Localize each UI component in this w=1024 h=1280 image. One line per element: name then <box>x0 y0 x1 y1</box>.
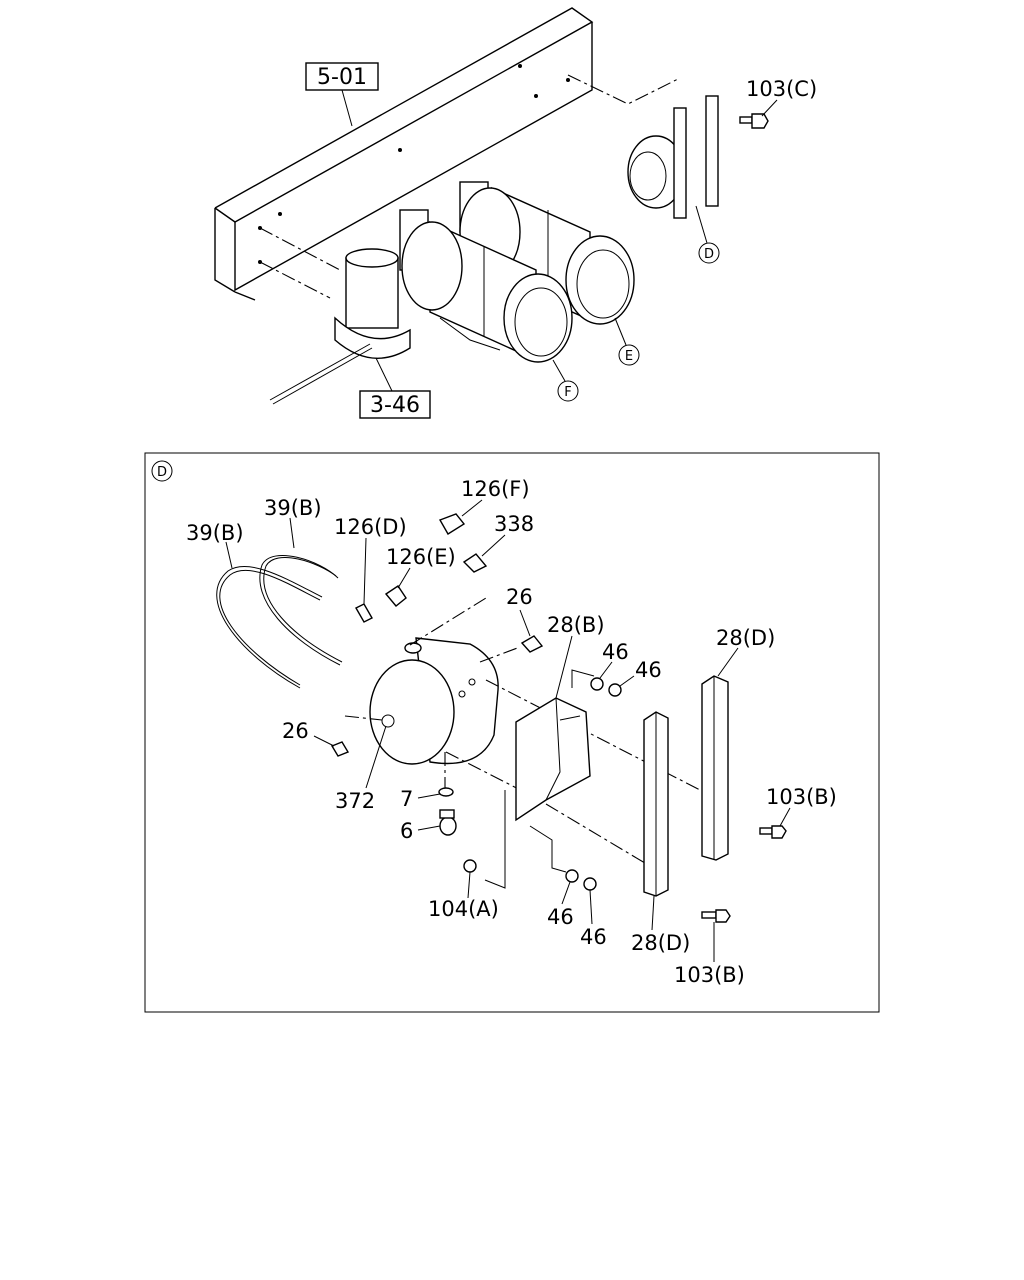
label-28d-top: 28(D) <box>716 626 775 650</box>
label-46-a: 46 <box>602 640 629 664</box>
front-tank-pair <box>399 209 573 363</box>
drain-valve-6 <box>439 809 457 836</box>
label-28d-bottom: 28(D) <box>631 931 690 955</box>
fitting-338 <box>462 553 488 573</box>
bolt-103c <box>739 113 769 129</box>
label-39b-inner: 39(B) <box>264 496 322 520</box>
plug-26-top <box>520 635 544 653</box>
label-6: 6 <box>400 819 413 843</box>
callout-f-overview[interactable]: F <box>557 380 579 402</box>
label-126f: 126(F) <box>461 477 530 501</box>
label-7: 7 <box>400 787 413 811</box>
bolt-103b-bottom <box>701 909 731 923</box>
washer-104a <box>463 859 477 873</box>
label-46-b: 46 <box>635 658 662 682</box>
callout-f-text: F <box>564 385 571 400</box>
label-338: 338 <box>494 512 534 536</box>
tank-372 <box>369 637 499 765</box>
label-103b-right: 103(B) <box>766 785 837 809</box>
fitting-126e <box>384 585 407 607</box>
ref-box-3-46[interactable]: 3-46 <box>359 390 431 419</box>
channel-28d-tall <box>701 675 729 861</box>
callout-e-text: E <box>625 349 633 364</box>
label-126e: 126(E) <box>386 545 456 569</box>
bolt-103b-right <box>759 825 787 839</box>
label-26-top: 26 <box>506 585 533 609</box>
nut-46-d <box>583 877 597 891</box>
label-39b-outer: 39(B) <box>186 521 244 545</box>
detail-view-badge: D <box>151 460 173 482</box>
ref-box-5-01[interactable]: 5-01 <box>305 62 379 91</box>
air-dryer <box>269 248 411 405</box>
nut-46-c <box>565 869 579 883</box>
label-104a: 104(A) <box>428 897 499 921</box>
label-26-left: 26 <box>282 719 309 743</box>
fitting-126f <box>438 513 466 535</box>
label-103b-bottom: 103(B) <box>674 963 745 987</box>
small-tank-assembly <box>627 95 719 219</box>
ref-3-46-label: 3-46 <box>370 393 420 418</box>
bracket-28b <box>515 697 591 822</box>
ref-5-01-label: 5-01 <box>317 65 367 90</box>
callout-e-overview[interactable]: E <box>618 344 640 366</box>
callout-d-text: D <box>704 247 714 262</box>
label-46-c: 46 <box>547 905 574 929</box>
label-103c: 103(C) <box>746 77 817 101</box>
label-28b: 28(B) <box>547 613 605 637</box>
nut-46-b <box>608 683 622 697</box>
detail-view-frame <box>144 452 880 1013</box>
detail-view-letter: D <box>157 465 167 480</box>
nut-46-a <box>590 677 604 691</box>
pipe-39b <box>216 555 343 689</box>
callout-d-overview[interactable]: D <box>698 242 720 264</box>
label-126d: 126(D) <box>334 515 407 539</box>
plug-26-left <box>330 741 350 757</box>
fitting-126d <box>355 603 373 623</box>
channel-28d-short <box>643 711 669 897</box>
label-372: 372 <box>335 789 375 813</box>
washer-7 <box>438 787 454 797</box>
label-46-d: 46 <box>580 925 607 949</box>
